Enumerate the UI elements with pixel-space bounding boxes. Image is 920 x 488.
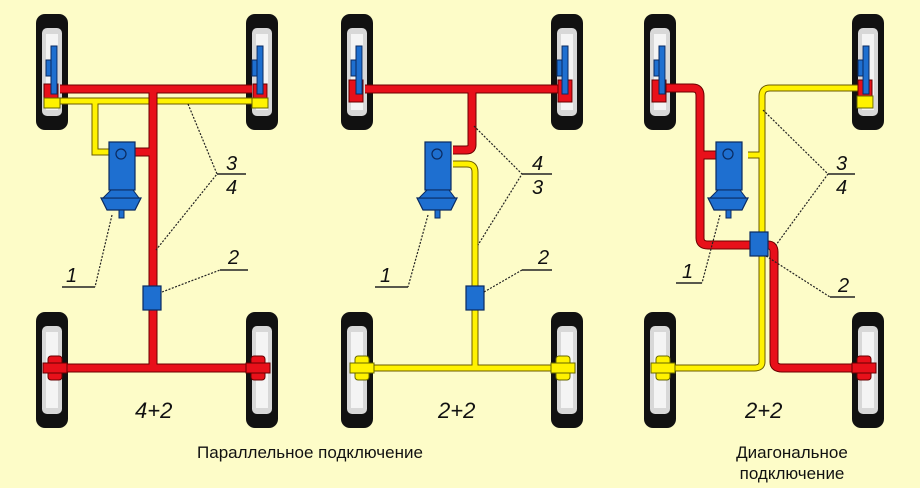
master-cylinder	[416, 141, 458, 219]
pressure-regulator	[465, 285, 485, 311]
scheme-2-plus-2-diagonal: 3 4 1 2 2+2	[644, 14, 884, 428]
callout-3: 3	[532, 177, 543, 199]
scheme-label: 2+2	[437, 398, 475, 423]
callout-3: 3	[836, 153, 847, 175]
pressure-regulator	[749, 231, 769, 257]
scheme-label: 4+2	[135, 398, 172, 423]
caption-diagonal-line1: Диагональное	[736, 443, 848, 462]
caption-parallel: Параллельное подключение	[197, 443, 423, 462]
scheme-4-plus-2: 3 4 1 2 4+2	[36, 14, 278, 428]
scheme-label: 2+2	[744, 398, 782, 423]
caption-diagonal-line2: подключение	[740, 464, 845, 483]
callout-2: 2	[837, 275, 849, 297]
callout-4: 4	[532, 153, 543, 175]
circuit-a-line	[60, 85, 255, 372]
circuit-b-line	[665, 85, 862, 371]
callout-3: 3	[226, 153, 237, 175]
callout-2: 2	[227, 247, 239, 269]
scheme-2-plus-2-parallel: 4 3 1 2 2+2	[341, 14, 583, 428]
callout-1: 1	[682, 261, 693, 283]
callout-4: 4	[836, 177, 847, 199]
callout-2: 2	[537, 247, 549, 269]
callout-1: 1	[66, 265, 77, 287]
circuit-a-line	[665, 84, 862, 372]
circuit-b-line	[362, 161, 560, 371]
callout-1: 1	[380, 265, 391, 287]
pressure-regulator	[142, 285, 162, 311]
circuit-a-line	[365, 85, 558, 154]
callout-4: 4	[226, 177, 237, 199]
